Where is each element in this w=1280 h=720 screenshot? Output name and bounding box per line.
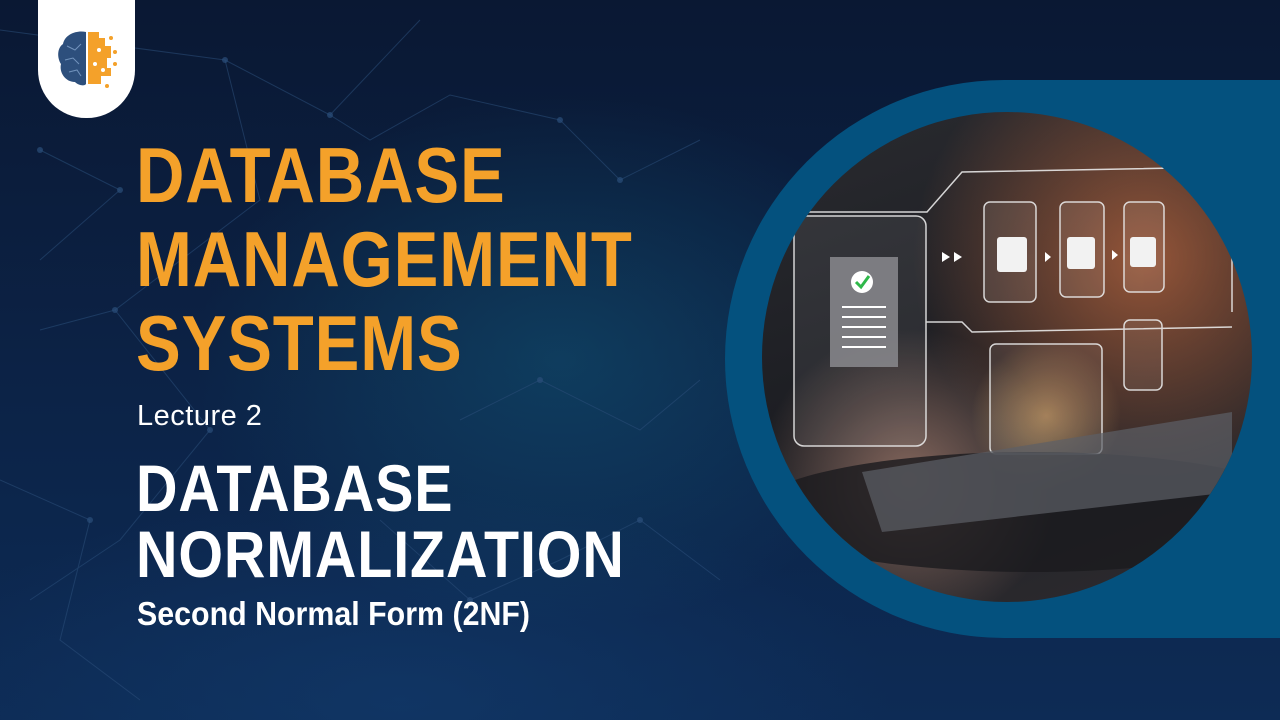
- brand-logo: [38, 0, 135, 118]
- brain-circuit-icon: [57, 31, 117, 88]
- holographic-ui-illustration: [762, 166, 1252, 572]
- lecture-label: Lecture 2: [137, 400, 263, 432]
- title-line-3: SYSTEMS: [136, 299, 463, 387]
- title-line-2: MANAGEMENT: [136, 215, 633, 303]
- hero-image: [762, 112, 1252, 602]
- title-line-1: DATABASE: [136, 131, 506, 219]
- topic-subtitle: Second Normal Form (2NF): [137, 595, 531, 632]
- topic-line-1: DATABASE: [136, 451, 454, 525]
- topic-line-2: NORMALIZATION: [136, 517, 625, 591]
